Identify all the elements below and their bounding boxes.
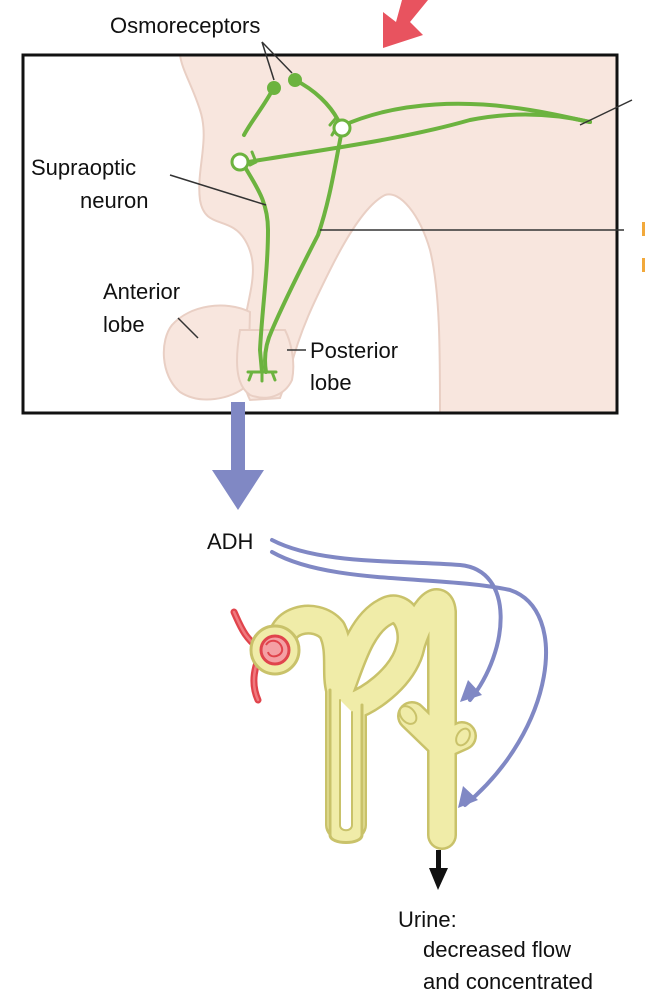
label-adh: ADH (207, 529, 253, 554)
label-posterior-line2: lobe (310, 370, 352, 395)
urine-arrow (429, 850, 448, 890)
label-posterior-line1: Posterior (310, 338, 398, 363)
synapse-open-left (232, 154, 248, 170)
label-urine-line1: Urine: (398, 907, 457, 932)
nephron (281, 603, 462, 842)
label-urine-line3: and concentrated (423, 969, 593, 994)
cropped-label-fragment-2 (642, 258, 645, 272)
label-supraoptic-line2: neuron (80, 188, 149, 213)
osmoreceptor-cell-right (288, 73, 302, 87)
label-osmoreceptors: Osmoreceptors (110, 13, 260, 38)
label-anterior-line1: Anterior (103, 279, 180, 304)
cropped-label-fragment-1 (642, 222, 645, 236)
synapse-open-right (334, 120, 350, 136)
label-supraoptic-line1: Supraoptic (31, 155, 136, 180)
adh-release-arrow (212, 402, 264, 510)
label-anterior-line2: lobe (103, 312, 145, 337)
stimulus-arrow (383, 0, 428, 48)
label-urine-line2: decreased flow (423, 937, 571, 962)
osmoreceptor-cell-left (267, 81, 281, 95)
